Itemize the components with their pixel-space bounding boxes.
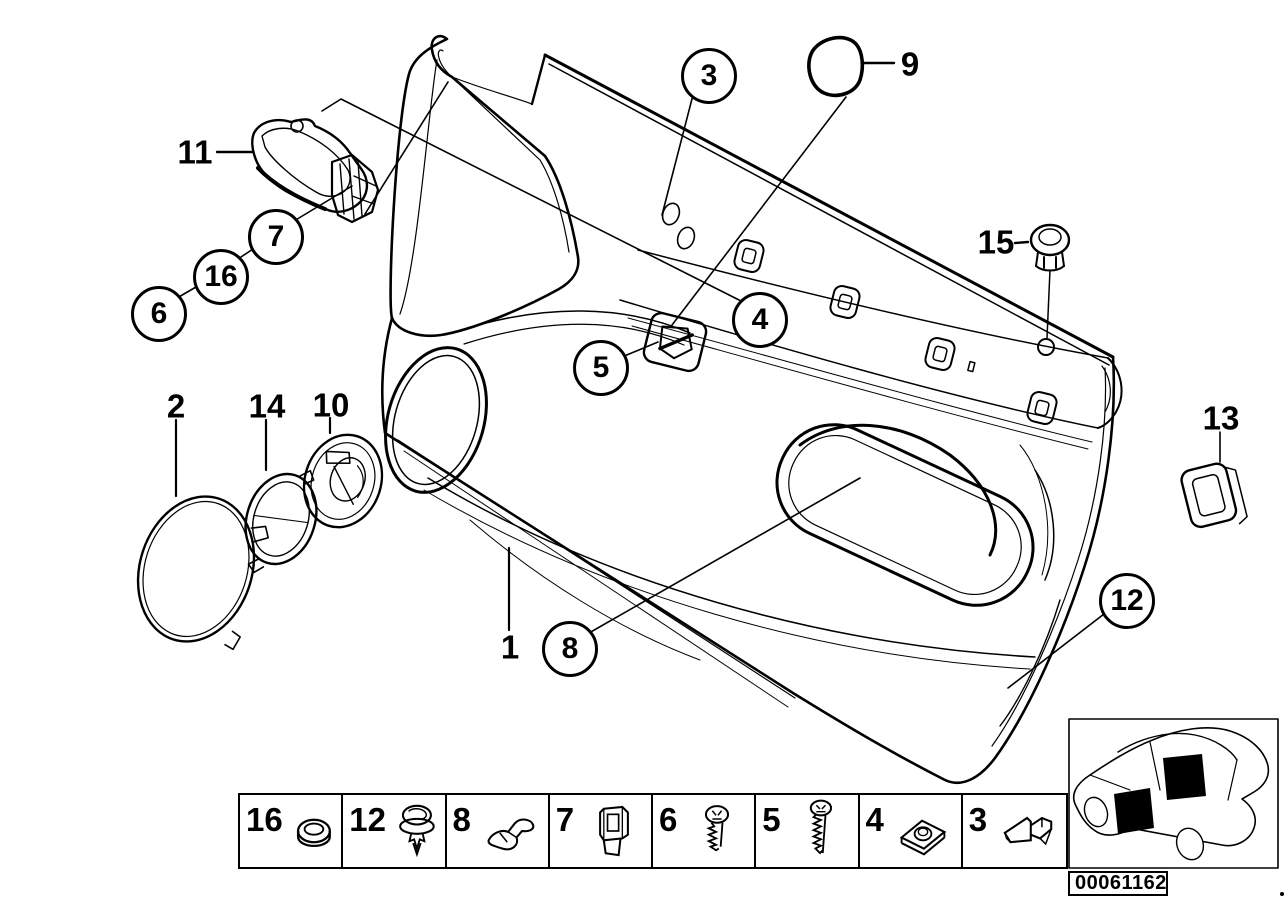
pillar-sail-trim xyxy=(389,34,580,338)
clip-hole xyxy=(829,284,861,320)
cover-cap-icon xyxy=(989,805,1066,857)
legend-item-4[interactable]: 4 xyxy=(859,795,963,867)
armrest-pad xyxy=(775,423,1035,607)
legend-item-3[interactable]: 3 xyxy=(962,795,1066,867)
door-pull-cup xyxy=(798,423,998,557)
callout-13[interactable]: 13 xyxy=(1202,399,1240,437)
washer-grommet-icon xyxy=(285,803,342,859)
callout-1[interactable]: 1 xyxy=(500,628,520,666)
callout-circle-16[interactable]: 16 xyxy=(193,249,249,305)
speed-nut-icon xyxy=(886,804,961,858)
tweeter-cover xyxy=(807,35,865,98)
fastener-legend: 16 12 8 xyxy=(238,793,1068,869)
legend-label: 3 xyxy=(968,801,988,838)
legend-label: 4 xyxy=(865,801,884,838)
legend-label: 8 xyxy=(452,801,471,838)
speaker xyxy=(302,433,384,529)
legend-label: 5 xyxy=(762,801,781,838)
connector-plug-icon xyxy=(576,801,651,861)
callout-circle-4[interactable]: 4 xyxy=(732,292,788,348)
callout-circle-8[interactable]: 8 xyxy=(542,621,598,677)
grommet-clip xyxy=(1029,223,1071,339)
legend-label: 16 xyxy=(246,801,283,838)
part-number-box: 00061162 xyxy=(1068,871,1168,896)
car-location-inset xyxy=(1068,718,1284,896)
retaining-clip-icon xyxy=(473,805,548,857)
legend-item-5[interactable]: 5 xyxy=(756,795,860,867)
top-rail xyxy=(619,202,1123,450)
pan-head-screw-icon xyxy=(679,802,754,860)
legend-item-6[interactable]: 6 xyxy=(653,795,757,867)
callout-circle-6[interactable]: 6 xyxy=(131,286,187,342)
callout-circle-7[interactable]: 7 xyxy=(248,209,304,265)
trim-bezel xyxy=(1180,462,1248,529)
legend-item-16[interactable]: 16 xyxy=(240,795,344,867)
legend-label: 6 xyxy=(659,801,678,838)
speaker-opening xyxy=(384,346,488,494)
clip-hole xyxy=(924,336,956,372)
leader-lines xyxy=(174,61,1221,689)
legend-item-8[interactable]: 8 xyxy=(446,795,550,867)
window-switch-bezel xyxy=(642,311,708,373)
interior-door-handle xyxy=(251,118,380,224)
callout-15[interactable]: 15 xyxy=(977,223,1015,261)
clip-hole xyxy=(1026,390,1058,426)
part-number: 00061162 xyxy=(1075,872,1167,894)
callout-10[interactable]: 10 xyxy=(312,386,350,424)
car-body xyxy=(1072,727,1270,847)
clip-hole xyxy=(733,238,765,274)
legend-item-12[interactable]: 12 xyxy=(343,795,447,867)
callout-14[interactable]: 14 xyxy=(248,387,286,425)
door-trim-panel xyxy=(381,316,1116,785)
highlighted-front-door xyxy=(1114,788,1154,834)
callout-circle-12[interactable]: 12 xyxy=(1099,573,1155,629)
expanding-rivet-icon xyxy=(388,802,445,860)
callout-circle-5[interactable]: 5 xyxy=(573,340,629,396)
speaker-cover xyxy=(136,495,269,651)
callout-9[interactable]: 9 xyxy=(900,45,920,83)
legend-label: 7 xyxy=(555,801,575,838)
handle-carrier xyxy=(330,153,380,224)
legend-label: 12 xyxy=(349,801,386,838)
callout-circle-3[interactable]: 3 xyxy=(681,48,737,104)
car-wheel xyxy=(1083,796,1109,828)
highlighted-rear-door xyxy=(1163,754,1206,800)
car-wheel xyxy=(1175,827,1205,861)
map-pocket-edge xyxy=(427,477,1036,658)
callout-11[interactable]: 11 xyxy=(177,133,213,171)
beltline-edge xyxy=(454,53,1115,366)
speaker-adapter-ring xyxy=(244,469,318,574)
legend-item-7[interactable]: 7 xyxy=(549,795,653,867)
long-screw-icon xyxy=(783,799,858,863)
armrest xyxy=(423,310,1055,670)
grommet-hole xyxy=(1037,338,1055,356)
callout-2[interactable]: 2 xyxy=(166,387,186,425)
